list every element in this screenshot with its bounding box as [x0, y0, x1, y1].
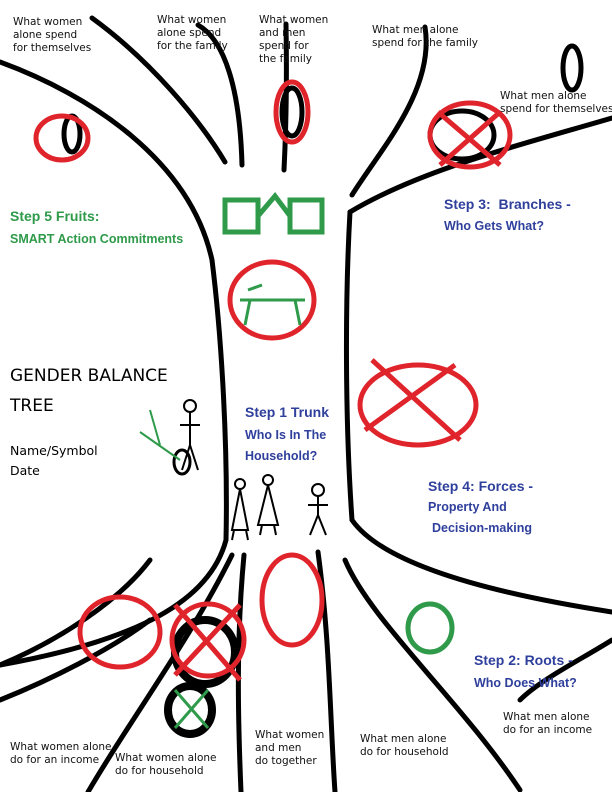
red-cross	[436, 110, 502, 167]
step5-subtitle: SMART Action Commitments	[10, 232, 184, 246]
step3-title: Step 3: Branches -	[444, 196, 571, 212]
branch-line	[89, 15, 228, 165]
root-line	[85, 552, 235, 792]
branch-line	[342, 557, 523, 792]
red-roots-circle	[77, 594, 163, 670]
red-worker-circle	[259, 552, 325, 648]
step1-line3: Household?	[245, 449, 318, 463]
red-roots-circle	[169, 601, 247, 679]
branch-label: What men alone spend for themselves	[500, 90, 612, 115]
root-label: What women alone do for an income	[10, 741, 112, 766]
diagram-title-line1: GENDER BALANCE	[10, 366, 168, 386]
step4-title: Step 4: Forces -	[428, 478, 534, 494]
branch-line	[0, 59, 229, 668]
green-cross	[173, 689, 210, 729]
branch-line	[349, 24, 429, 198]
red-fruit-circle	[273, 79, 311, 145]
root-label: What men alone do for household	[360, 733, 449, 758]
name-symbol-label: Name/Symbol	[10, 443, 98, 458]
green-roots-circle	[405, 601, 455, 655]
branch-line	[195, 22, 245, 168]
root-line	[235, 552, 247, 792]
step3-subtitle: Who Gets What?	[444, 219, 544, 233]
step4-line2: Property And	[428, 500, 507, 514]
step1-line2: Who Is In The	[245, 428, 327, 442]
root-label: What men alone do for an income	[503, 711, 593, 736]
black-roots-circle	[164, 682, 216, 738]
red-cross	[173, 603, 242, 682]
branch-label: What women alone spend for themselves	[13, 16, 92, 54]
step2-subtitle: Who Does What?	[474, 676, 577, 690]
step2-title: Step 2: Roots -	[474, 652, 573, 668]
step5-title: Step 5 Fruits:	[10, 208, 100, 224]
step1-title: Step 1 Trunk	[245, 404, 330, 420]
branch-label: What women alone spend for the family	[157, 14, 228, 52]
black-fruit-circle	[279, 85, 305, 139]
root-label: What women and men do together	[255, 729, 325, 767]
root-line	[0, 617, 153, 703]
root-label: What women alone do for household	[115, 752, 217, 777]
red-cross	[363, 358, 462, 442]
red-branch-circle	[427, 100, 513, 170]
root-line	[0, 557, 153, 668]
household-figures	[139, 399, 328, 541]
diagram-title-line2: TREE	[10, 396, 54, 416]
black-fruit-circle	[560, 43, 584, 93]
red-forces-circle	[357, 362, 479, 448]
green-glasses	[222, 191, 325, 235]
green-table-figure	[240, 283, 305, 326]
red-table-circle	[227, 259, 317, 341]
branch-label: What women and men spend for the family	[259, 14, 329, 65]
branch-line	[281, 21, 289, 173]
branch-label: What men alone spend for the family	[372, 24, 479, 49]
symbols	[33, 43, 584, 738]
red-fruit-circle	[33, 113, 91, 163]
trunk-right	[343, 209, 612, 615]
root-line	[517, 637, 612, 703]
date-label: Date	[10, 463, 40, 478]
step4-line3: Decision-making	[432, 521, 533, 535]
